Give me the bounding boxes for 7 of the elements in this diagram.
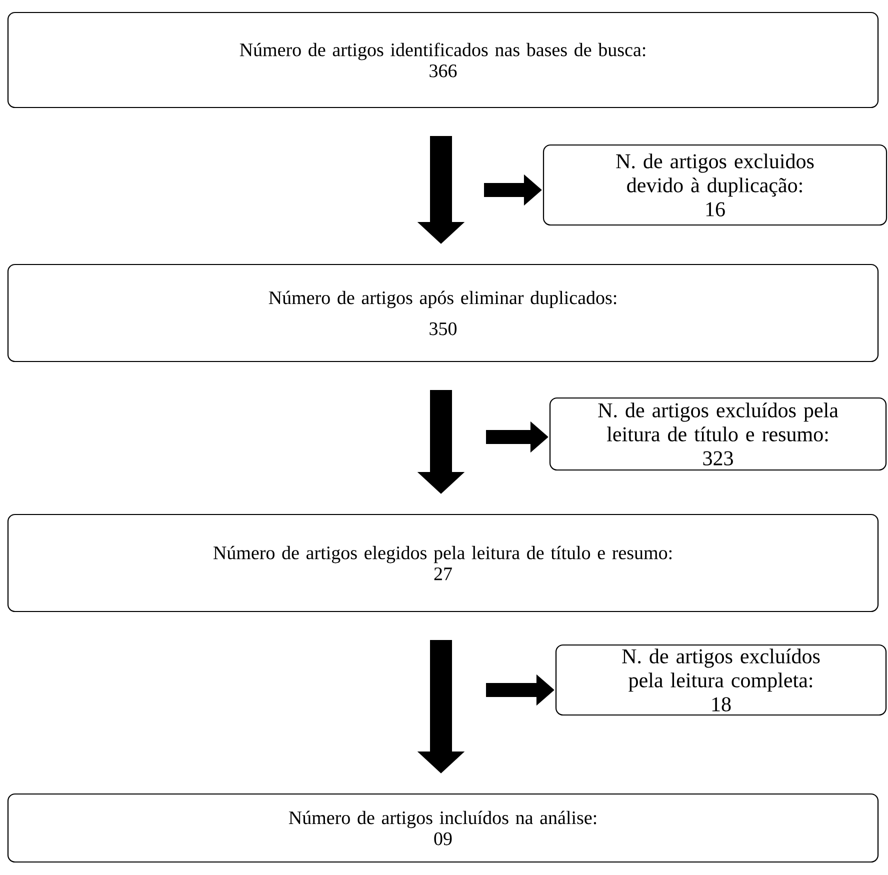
process-box: N. de artigos excluídos pela leitura de título e resumo: 323	[549, 397, 887, 471]
process-box: N. de artigos excluidos devido à duplicação: 16	[542, 144, 888, 226]
process-box: Número de artigos identificados nas bases de busca: 366	[7, 12, 879, 108]
process-box: Número de artigos incluídos na análise: 09	[7, 793, 879, 863]
process-box: Número de artigos após eliminar duplicados: 350	[7, 264, 879, 362]
process-box: N. de artigos excluídos pela leitura completa: 18	[555, 644, 887, 716]
process-box: Número de artigos elegidos pela leitura de título e resumo: 27	[7, 514, 879, 612]
